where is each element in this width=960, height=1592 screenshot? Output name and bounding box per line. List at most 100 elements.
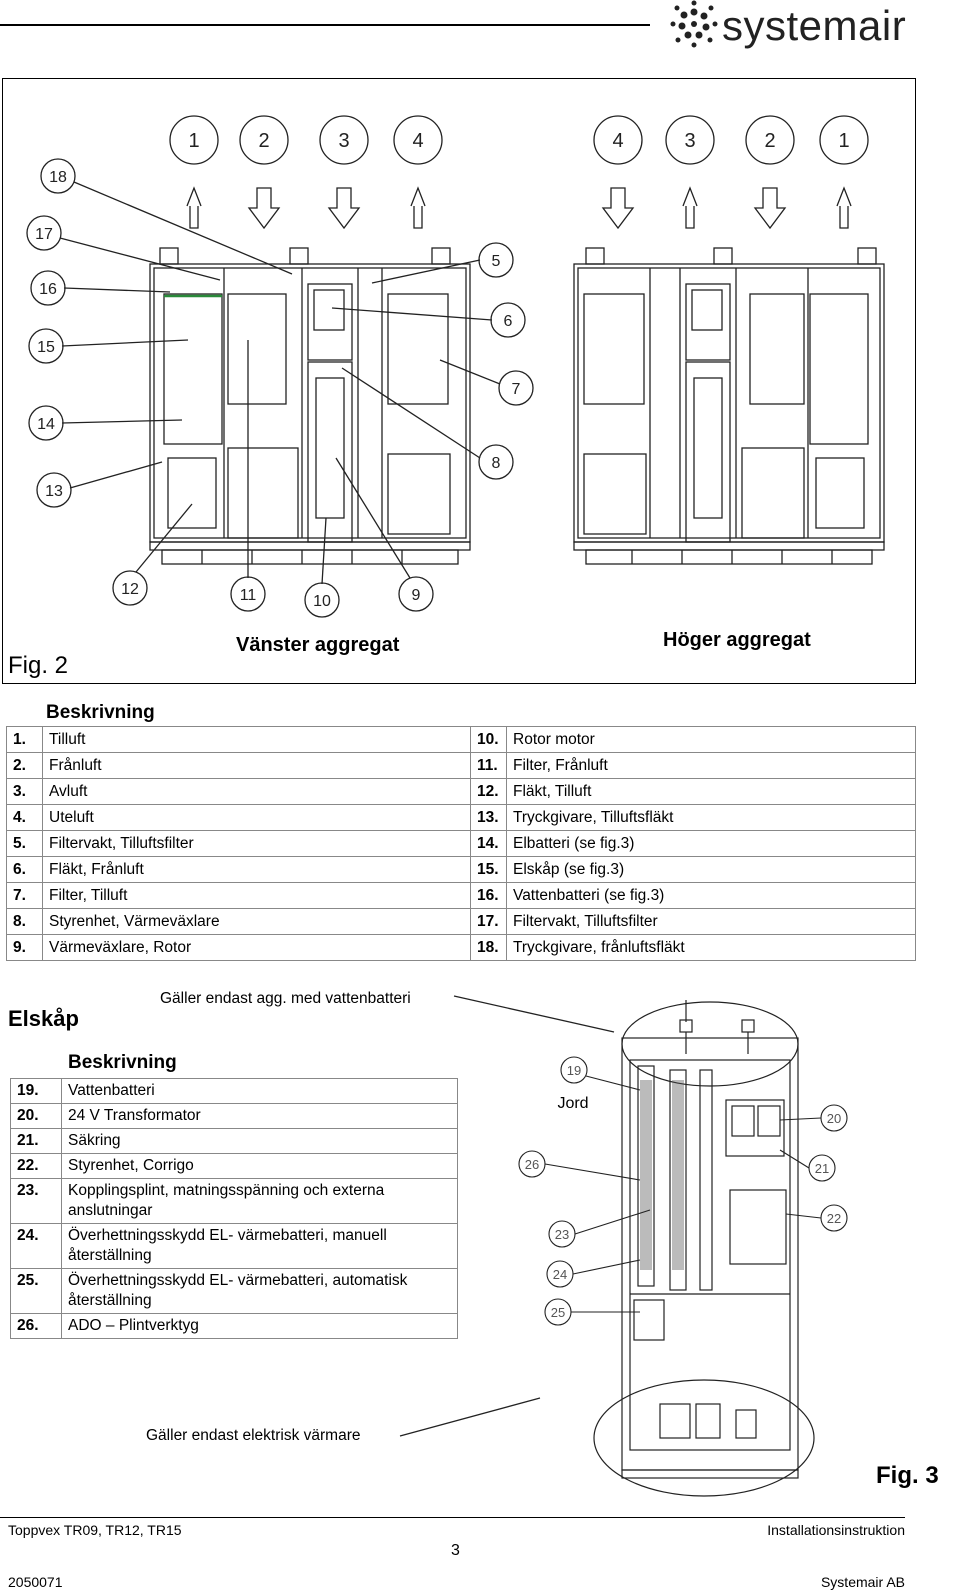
footer-product: Toppvex TR09, TR12, TR15 — [8, 1522, 182, 1538]
callout-15: 15 — [37, 339, 55, 356]
water-note: Gäller endast agg. med vattenbatteri — [160, 990, 411, 1007]
row-text: Vattenbatteri — [61, 1078, 458, 1104]
callout-13: 13 — [45, 483, 63, 500]
row-number: 5. — [6, 830, 43, 857]
footer-doc-type: Installationsinstruktion — [767, 1522, 905, 1538]
row-text: Filter, Frånluft — [506, 752, 916, 779]
row-text: Fläkt, Frånluft — [42, 856, 471, 883]
callout-16: 16 — [39, 281, 57, 298]
callout-9: 9 — [412, 587, 421, 604]
table-row: 24.Överhettningsskydd EL- värmebatteri, … — [10, 1223, 458, 1269]
callout-18: 18 — [49, 169, 67, 186]
row-number: 9. — [6, 934, 43, 961]
figure-2-frame — [2, 78, 916, 684]
table-row: 22.Styrenhet, Corrigo — [10, 1153, 458, 1179]
row-text: Vattenbatteri (se fig.3) — [506, 882, 916, 909]
callout-24: 24 — [553, 1267, 567, 1282]
elskap-title: Elskåp — [8, 1006, 79, 1031]
footer-company: Systemair AB — [820, 1574, 905, 1590]
callout-4-right: 4 — [612, 130, 623, 152]
row-number: 1. — [6, 726, 43, 753]
callout-4-left: 4 — [412, 130, 423, 152]
row-number: 6. — [6, 856, 43, 883]
row-number: 14. — [470, 830, 507, 857]
row-number: 20. — [10, 1103, 62, 1129]
right-unit-title: Höger aggregat — [663, 629, 811, 651]
jord-label: Jord — [557, 1095, 588, 1112]
callout-circles-right-top — [593, 115, 869, 165]
header-rule — [0, 24, 650, 26]
row-text: Överhettningsskydd EL- värmebatteri, man… — [61, 1223, 458, 1269]
callout-19: 19 — [567, 1063, 581, 1078]
row-number: 24. — [10, 1223, 62, 1269]
right-unit-drawing — [573, 247, 885, 565]
row-number: 26. — [10, 1313, 62, 1339]
row-number: 17. — [470, 908, 507, 935]
row-text: Fläkt, Tilluft — [506, 778, 916, 805]
table-row: 26.ADO – Plintverktyg — [10, 1313, 458, 1339]
row-number: 13. — [470, 804, 507, 831]
callout-21: 21 — [815, 1161, 829, 1176]
callout-10: 10 — [313, 593, 331, 610]
row-text: Frånluft — [42, 752, 471, 779]
callout-7: 7 — [512, 381, 521, 398]
figure-3-drawing: 19 20 21 22 23 24 25 26 Jord — [518, 1000, 848, 1497]
table1-heading: Beskrivning — [46, 702, 155, 723]
callout-8: 8 — [492, 455, 501, 472]
callout-11: 11 — [240, 587, 257, 604]
brand-name: systemair — [722, 2, 907, 49]
callout-17: 17 — [35, 226, 53, 243]
row-number: 23. — [10, 1178, 62, 1224]
row-number: 25. — [10, 1268, 62, 1314]
elskap-heading: Beskrivning — [68, 1052, 177, 1073]
left-unit-title: Vänster aggregat — [236, 634, 400, 656]
footer-doc-number: 2050071 — [8, 1574, 63, 1590]
callout-1-right: 1 — [838, 130, 849, 152]
figure-3-label: Fig. 3 — [876, 1462, 939, 1489]
figure-2-drawing: 1 2 3 4 4 3 2 1 18 17 16 15 14 13 5 6 7 … — [26, 115, 885, 618]
row-text: Filter, Tilluft — [42, 882, 471, 909]
table-row: 19.Vattenbatteri — [10, 1078, 458, 1104]
callout-22: 22 — [827, 1211, 841, 1226]
callout-3-left: 3 — [338, 130, 349, 152]
callout-12: 12 — [121, 581, 139, 598]
page-number: 3 — [451, 1542, 460, 1559]
callout-circles-left-top — [169, 115, 443, 165]
callout-25: 25 — [551, 1305, 565, 1320]
row-text: Värmeväxlare, Rotor — [42, 934, 471, 961]
row-text: 24 V Transformator — [61, 1103, 458, 1129]
row-number: 18. — [470, 934, 507, 961]
callout-23: 23 — [555, 1227, 569, 1242]
row-text: Tilluft — [42, 726, 471, 753]
row-text: ADO – Plintverktyg — [61, 1313, 458, 1339]
row-number: 2. — [6, 752, 43, 779]
callout-6: 6 — [504, 313, 513, 330]
row-text: Tryckgivare, frånluftsfläkt — [506, 934, 916, 961]
callout-3-right: 3 — [684, 130, 695, 152]
table-row: 20.24 V Transformator — [10, 1103, 458, 1129]
row-number: 8. — [6, 908, 43, 935]
row-text: Avluft — [42, 778, 471, 805]
callout-2-left: 2 — [258, 130, 269, 152]
callout-5: 5 — [492, 253, 501, 270]
table-row: 23.Kopplingsplint, matningsspänning och … — [10, 1178, 458, 1224]
figure-2-label: Fig. 2 — [8, 652, 69, 679]
callout-14: 14 — [37, 416, 55, 433]
systemair-logo-icon — [670, 0, 718, 48]
callout-26: 26 — [525, 1157, 539, 1172]
row-number: 15. — [470, 856, 507, 883]
callout-1-left: 1 — [188, 130, 199, 152]
callout-2-right: 2 — [764, 130, 775, 152]
row-text: Styrenhet, Corrigo — [61, 1153, 458, 1179]
